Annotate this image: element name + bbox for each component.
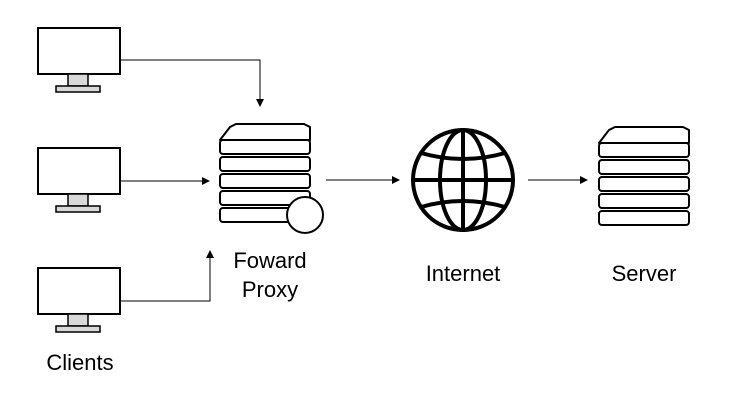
client-monitor-3: [37, 267, 121, 333]
proxy-label-line1: Foward: [233, 248, 307, 273]
monitor-icon: [37, 267, 121, 333]
monitor-icon: [37, 27, 121, 93]
clients-label: Clients: [46, 350, 114, 375]
monitor-icon: [37, 147, 121, 213]
edge-client1-to-proxy: [120, 59, 264, 107]
proxy-label-line2: Proxy: [241, 277, 299, 302]
internet-label: Internet: [425, 261, 501, 286]
globe-icon: [411, 128, 515, 232]
internet-globe: [411, 128, 515, 232]
destination-server: [598, 126, 690, 226]
server-label: Server: [611, 261, 677, 286]
proxy-server: [219, 123, 324, 234]
client-monitor-1: [37, 27, 121, 93]
server-rack-icon: [598, 126, 690, 226]
client-monitor-2: [37, 147, 121, 213]
proxy-badge-icon: [286, 196, 324, 234]
edge-client3-to-proxy: [120, 250, 214, 302]
